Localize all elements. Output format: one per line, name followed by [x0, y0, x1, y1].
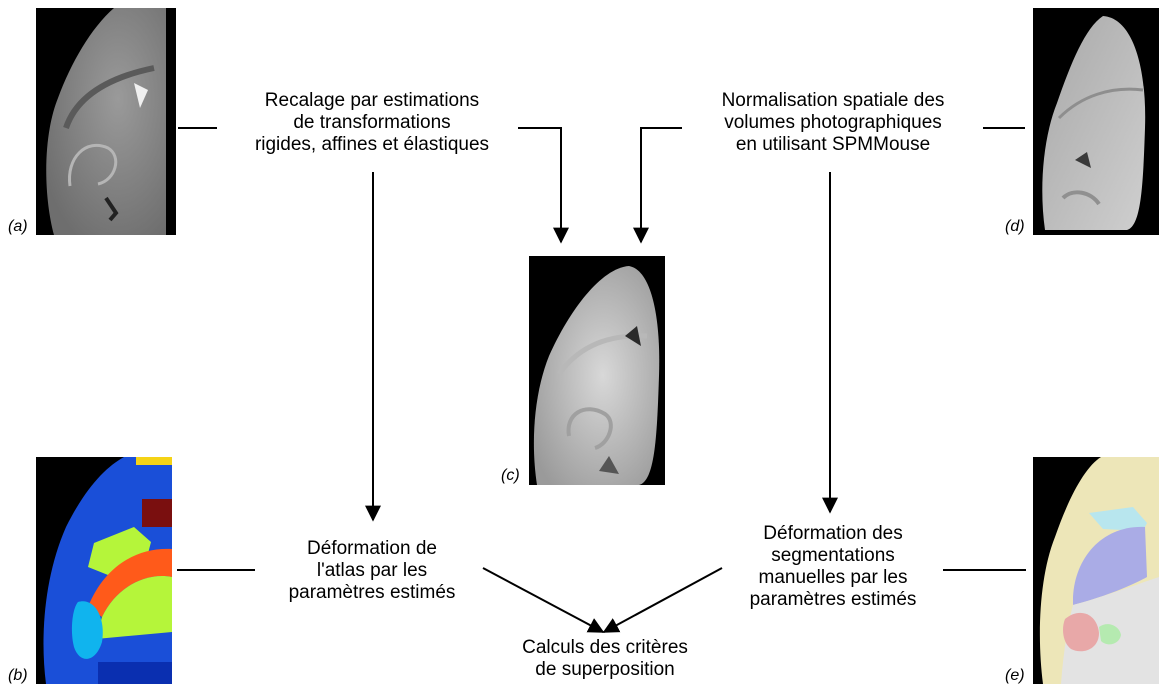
arrow-atlas-to-calculs — [483, 568, 603, 632]
calculs-text: Calculs des critères de superposition — [475, 637, 735, 681]
deformation-segmentations-text: Déformation des segmentations manuelles … — [718, 523, 948, 611]
deformation-atlas-text: Déformation de l'atlas par les paramètre… — [262, 538, 482, 604]
normalisation-text: Normalisation spatiale des volumes photo… — [678, 90, 988, 156]
arrow-seg-to-calculs — [604, 568, 722, 632]
recalage-text: Recalage par estimations de transformati… — [218, 90, 526, 156]
arrow-normalisation-to-c — [641, 128, 682, 242]
